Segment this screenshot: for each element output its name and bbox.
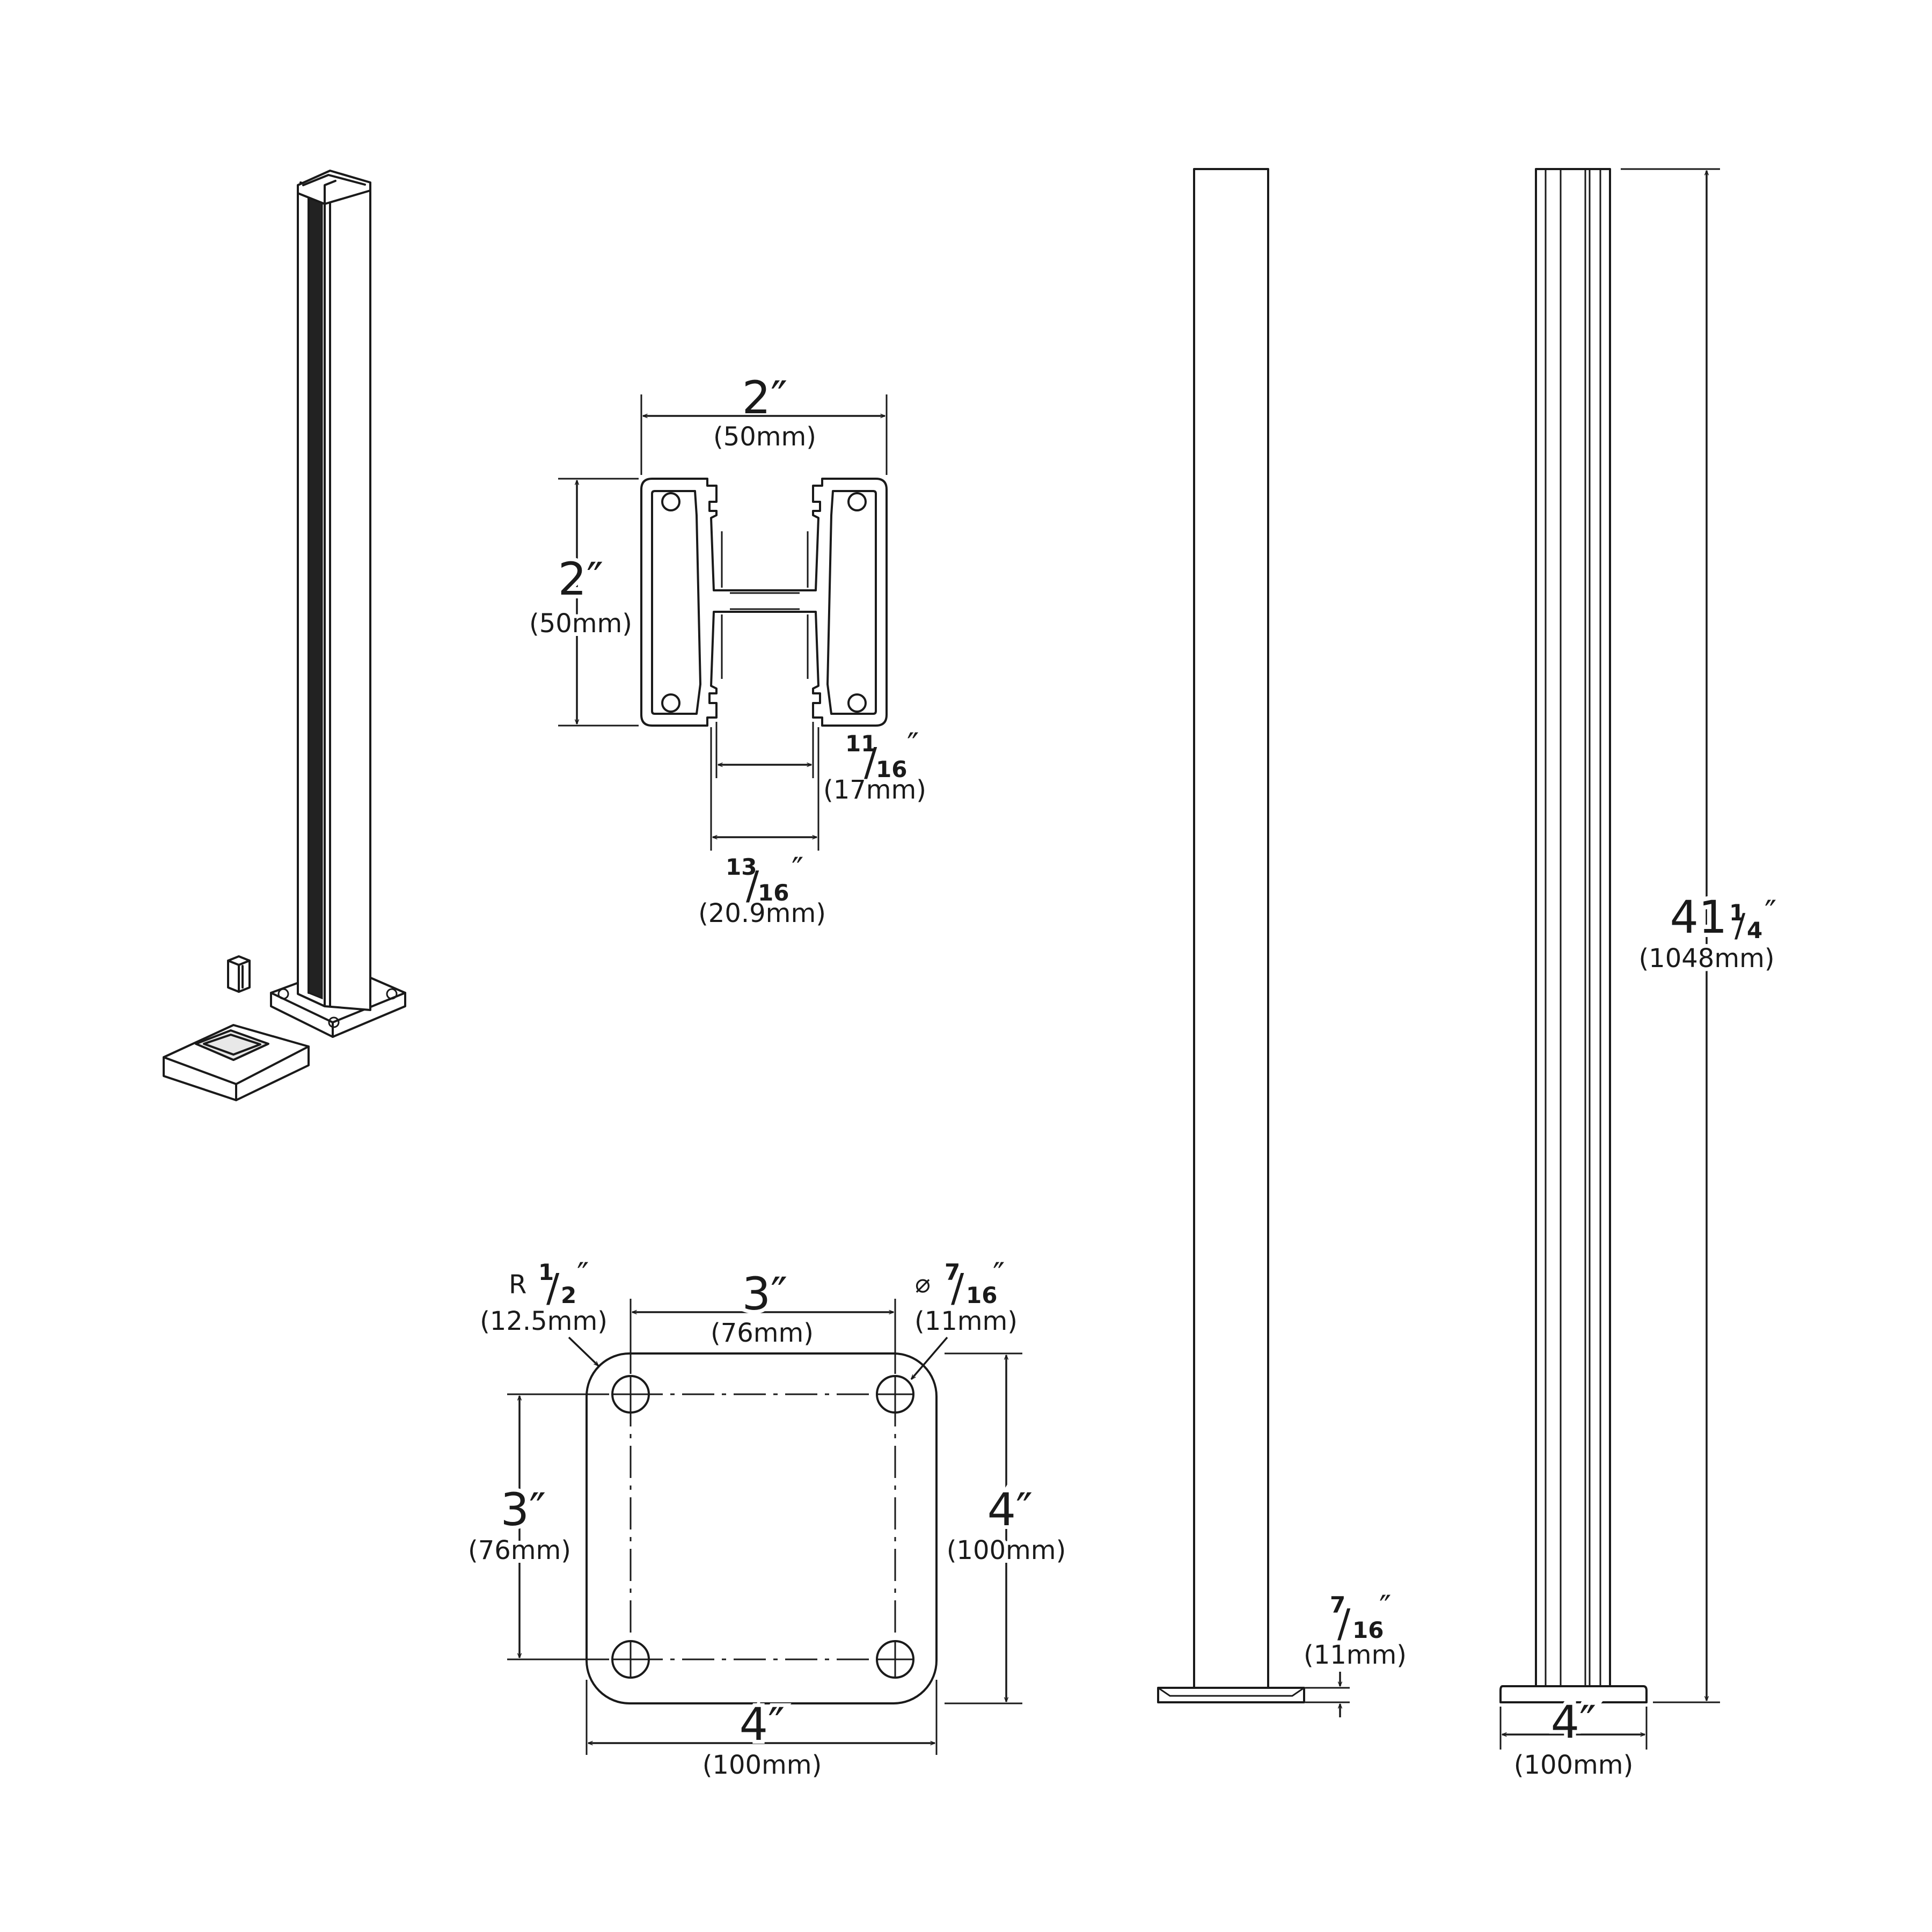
svg-text:″: ″ bbox=[907, 726, 919, 764]
iso-cover-opening bbox=[195, 1029, 269, 1061]
side-view-dimensions: 7 / 16 ″ (11mm) bbox=[1304, 1589, 1407, 1717]
svg-text:″: ″ bbox=[993, 1256, 1005, 1293]
base-width-mm: (100mm) bbox=[1514, 1750, 1634, 1780]
side-post-body bbox=[1193, 168, 1269, 1689]
slot-inner-mm: (17mm) bbox=[823, 775, 926, 805]
slot-outer-mm: (20.9mm) bbox=[698, 898, 826, 928]
base-plate-outline bbox=[586, 1352, 938, 1704]
slot-inner-den: 16 bbox=[876, 756, 907, 782]
svg-text:/: / bbox=[864, 740, 877, 785]
isometric-post-view bbox=[163, 170, 406, 1101]
hole-mm: (11mm) bbox=[914, 1306, 1018, 1336]
svg-text:″: ″ bbox=[1765, 894, 1776, 931]
front-view-dimensions: 41 1 / 4 ″ (1048mm) 4″ (100mm) bbox=[1499, 168, 1779, 1780]
profile-cross-section bbox=[640, 478, 888, 727]
plate-width-mm: (100mm) bbox=[702, 1750, 822, 1780]
bolt-spacing-x-mm: (76mm) bbox=[711, 1318, 814, 1348]
profile-width-mm: (50mm) bbox=[713, 422, 816, 452]
base-width-label: 4″ bbox=[1551, 1696, 1597, 1748]
hole-num: 7 bbox=[945, 1259, 960, 1285]
bolt-hole-top-right bbox=[876, 1375, 914, 1414]
bolt-hole-bottom-left bbox=[611, 1640, 650, 1679]
bolt-spacing-x-label: 3″ bbox=[742, 1268, 788, 1320]
post-height-mm: (1048mm) bbox=[1638, 943, 1774, 974]
plate-thickness-mm: (11mm) bbox=[1304, 1640, 1407, 1670]
profile-screw-bosses bbox=[661, 492, 867, 713]
radius-prefix: R bbox=[509, 1270, 526, 1300]
svg-text:/: / bbox=[746, 863, 759, 908]
bolt-hole-top-left bbox=[611, 1375, 650, 1414]
plate-height-label: 4″ bbox=[987, 1483, 1033, 1536]
bolt-hole-bottom-right bbox=[876, 1640, 914, 1679]
profile-left-tube bbox=[640, 478, 888, 727]
hole-den: 16 bbox=[966, 1282, 997, 1308]
slot-inner-num: 11 bbox=[845, 730, 876, 757]
plate-height-mm: (100mm) bbox=[947, 1535, 1066, 1565]
profile-height-mm: (50mm) bbox=[529, 609, 632, 639]
iso-post-front-face bbox=[324, 173, 371, 1011]
slot-outer-den: 16 bbox=[758, 880, 789, 906]
post-height-num: 1 bbox=[1729, 899, 1745, 926]
plate-thickness-den: 16 bbox=[1352, 1617, 1384, 1643]
radius-mm: (12.5mm) bbox=[480, 1306, 608, 1336]
profile-width-label: 2″ bbox=[742, 371, 788, 424]
base-plate-top-view bbox=[586, 1352, 938, 1704]
plate-width-label: 4″ bbox=[740, 1698, 785, 1751]
front-post-body bbox=[1535, 168, 1611, 1689]
svg-text:″: ″ bbox=[792, 851, 803, 888]
svg-text:/: / bbox=[951, 1265, 964, 1311]
profile-height-label: 2″ bbox=[558, 553, 604, 605]
radius-den: 2 bbox=[561, 1282, 576, 1308]
svg-text:″: ″ bbox=[577, 1256, 589, 1293]
slot-outer-num: 13 bbox=[726, 854, 757, 880]
svg-text:″: ″ bbox=[1379, 1589, 1391, 1626]
plate-thickness-num: 7 bbox=[1330, 1592, 1345, 1618]
bolt-holes bbox=[611, 1375, 914, 1679]
svg-text:/: / bbox=[546, 1265, 560, 1311]
front-base-plate bbox=[1499, 1685, 1648, 1703]
profile-dimensions: 2″ (50mm) 2″ (50mm) 11 / 16 ″ (17mm) 13 … bbox=[525, 371, 926, 928]
bolt-spacing-y-label: 3″ bbox=[501, 1483, 546, 1536]
radius-num: 1 bbox=[538, 1259, 554, 1285]
iso-post-channel bbox=[308, 184, 323, 1000]
bolt-spacing-y-mm: (76mm) bbox=[468, 1535, 571, 1565]
post-front-view bbox=[1499, 168, 1648, 1703]
base-plate-dimensions: R 1 / 2 ″ (12.5mm) ⌀ 7 / 16 ″ (11mm) 3″ … bbox=[464, 1256, 1070, 1780]
svg-text:/: / bbox=[1735, 907, 1746, 945]
post-height-whole: 41 bbox=[1670, 891, 1728, 943]
hole-symbol: ⌀ bbox=[915, 1269, 931, 1299]
svg-text:/: / bbox=[1337, 1601, 1351, 1646]
post-side-view bbox=[1157, 168, 1305, 1703]
post-height-den: 4 bbox=[1747, 917, 1762, 943]
